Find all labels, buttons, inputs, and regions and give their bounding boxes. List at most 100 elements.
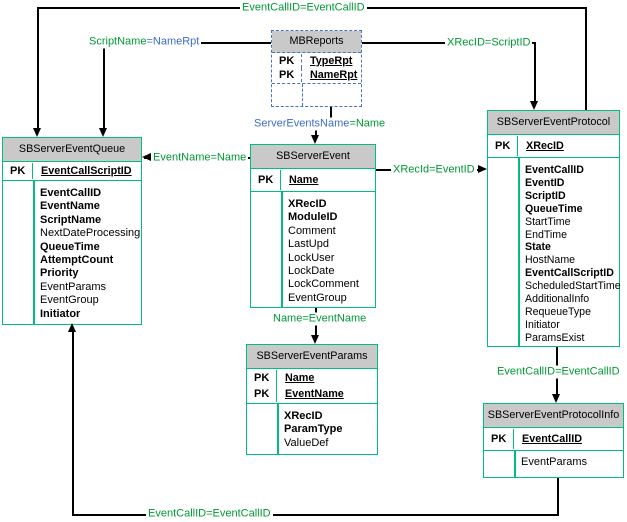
table-title: SBServerEventParams (247, 345, 377, 369)
pk-row: PK EventCallID (484, 429, 623, 449)
field-comment: Comment (288, 224, 336, 237)
pk-row: PK XRecID (488, 136, 619, 156)
field-state: State (525, 241, 551, 254)
relationship-label-name-eventname: Name=EventName (271, 312, 369, 326)
pk-field-eventcallid: EventCallID (522, 433, 582, 445)
pk-field-typerpt: TypeRpt (310, 55, 353, 67)
field-initiator: Initiator (525, 318, 560, 331)
pk-cell: PK (488, 136, 518, 156)
relationship-label-scriptname-namerpt: ScriptName=NameRpt (87, 35, 202, 49)
field-queuetime: QueueTime (525, 202, 583, 215)
field-list: EventParams (484, 451, 623, 477)
pk-cell: PK (247, 370, 277, 386)
pk-cell: PK (484, 429, 514, 449)
field-eventgroup: EventGroup (40, 294, 99, 307)
field-scheduledstarttime: ScheduledStartTime (525, 280, 621, 293)
label-part: EventName=Name (153, 151, 247, 164)
arrowhead-icon (311, 335, 319, 344)
arrowhead-icon (552, 394, 560, 403)
field-lockcomment: LockComment (288, 278, 359, 291)
table-title: SBServerEventProtocol (488, 111, 619, 135)
label-part: = (349, 117, 356, 130)
field-eventid: EventID (525, 176, 565, 189)
field-scriptid: ScriptID (525, 189, 566, 202)
pk-row: PK Name (251, 170, 375, 190)
field-paramtype: ParamType (284, 423, 343, 436)
table-sbservereventprotocol: SBServerEventProtocol PK XRecID EventCall… (487, 110, 621, 347)
label-part: XRecID=ScriptID (447, 36, 531, 49)
label-part: EventCallID=EventCallID (148, 507, 271, 520)
field-eventparams: EventParams (40, 280, 107, 293)
relationship-line-eventcallid-bottom-left (72, 331, 74, 515)
relationship-label-eventcallid-mid: EventCallID=EventCallID (495, 365, 622, 379)
pk-section: PK EventCallID (484, 428, 623, 451)
arrowhead-icon (530, 101, 538, 110)
table-title: SBServerEventQueue (3, 138, 141, 162)
pk-field-eventcallscriptid: EventCallScriptID (41, 165, 132, 177)
label-part: ServerEventsName (254, 117, 350, 130)
arrowhead-icon (99, 128, 107, 137)
relationship-label-eventname-name: EventName=Name (151, 151, 249, 165)
field-eventgroup: EventGroup (288, 291, 347, 304)
pk-cell: PK (272, 54, 302, 68)
field-priority: Priority (40, 267, 79, 280)
field-lastupd: LastUpd (288, 238, 329, 251)
field-eventcallscriptid: EventCallScriptID (525, 267, 614, 280)
pk-cell: PK (251, 170, 281, 190)
field-queuetime: QueueTime (40, 240, 100, 253)
relationship-line-scriptname-down (103, 42, 105, 129)
label-part: XRecId=EventID (393, 163, 475, 176)
arrowhead-icon (33, 128, 41, 137)
relationship-line-xrecid-scriptid-down (534, 42, 536, 102)
relationship-label-eventcallid-bottom: EventCallID=EventCallID (146, 507, 273, 521)
field-xrecid: XRecID (288, 198, 327, 210)
field-requeuetype: RequeueType (525, 305, 591, 318)
table-title: SBServerEvent (251, 145, 375, 169)
field-endtime: EndTime (525, 228, 567, 241)
arrowhead-icon (68, 323, 76, 332)
pk-field-eventname: EventName (285, 388, 344, 400)
arrowhead-icon (142, 153, 151, 161)
field-valuedef: ValueDef (284, 436, 329, 449)
pk-section: PK XRecID (488, 135, 619, 158)
arrowhead-icon (311, 135, 319, 144)
field-eventparams: EventParams (521, 456, 588, 468)
table-title: SBServerEventProtocolInfo (484, 404, 623, 428)
field-lockuser: LockUser (288, 251, 335, 264)
relationship-line-eventcallid-top-left (37, 7, 39, 129)
pk-field-namerpt: NameRpt (310, 69, 358, 81)
relationship-line-eventcallid-top-right (585, 7, 587, 110)
pk-field-xrecid: XRecID (526, 140, 564, 152)
field-moduleid: ModuleID (288, 211, 338, 224)
relationship-label-servereventsname: ServerEventsName=Name (252, 117, 388, 131)
field-xrecid: XRecID (284, 410, 323, 422)
label-part: =NameRpt (146, 35, 200, 48)
field-additionalinfo: AdditionalInfo (525, 293, 590, 306)
relationship-label-eventcallid-top: EventCallID=EventCallID (240, 1, 367, 15)
field-nextdateprocessing: NextDateProcessing (40, 227, 141, 240)
relationship-line-servereventsname-upper (330, 107, 332, 118)
field-attemptcount: AttemptCount (40, 254, 114, 267)
label-part: ScriptName (89, 35, 147, 48)
label-part: Name (355, 117, 386, 130)
pk-row: PK TypeRpt (272, 54, 361, 68)
field-eventname: EventName (40, 200, 100, 213)
field-eventcallid: EventCallID (525, 164, 584, 176)
pk-field-name: Name (289, 174, 319, 186)
